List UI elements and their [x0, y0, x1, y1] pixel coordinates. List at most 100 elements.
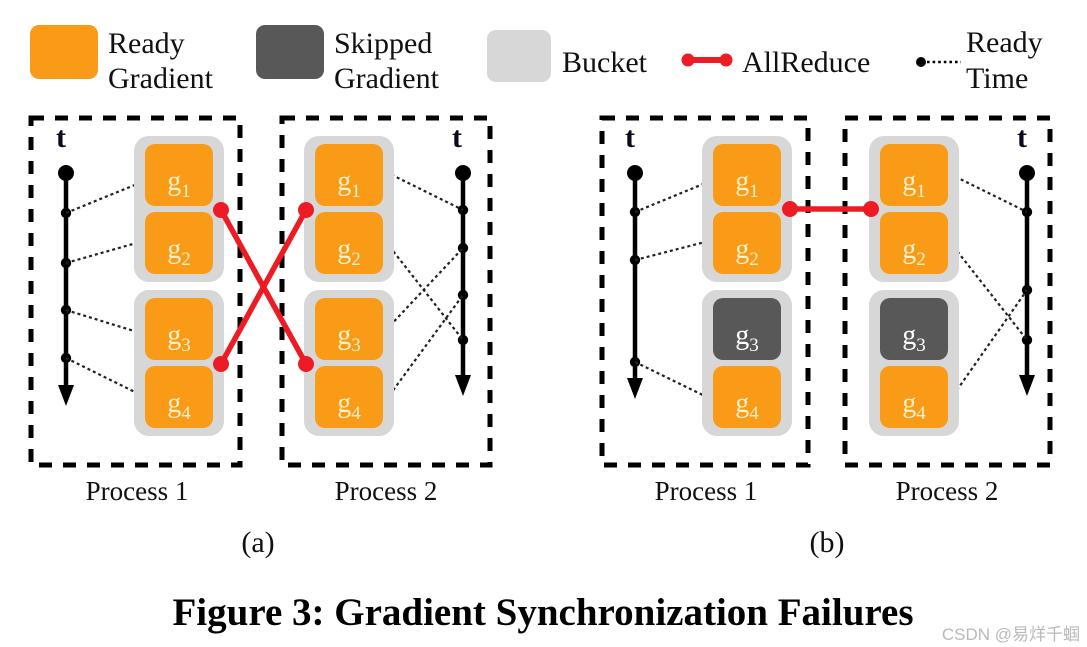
- process-caption-a-p1: Process 1: [86, 476, 189, 506]
- legend-item-ready-time: Ready Time: [916, 26, 1043, 95]
- gradient-block-ready[interactable]: g4: [880, 366, 948, 428]
- timeline-arrow-head: [455, 375, 471, 396]
- ready-time-connectors: [634, 178, 714, 401]
- ready-time-line: [385, 241, 464, 341]
- subpanel-label-b: (b): [810, 526, 845, 559]
- timeline-origin-dot: [627, 165, 643, 181]
- bucket[interactable]: g3 g4: [869, 290, 959, 436]
- bucket[interactable]: g3 g4: [702, 290, 792, 436]
- bucket[interactable]: g1 g2: [869, 136, 959, 282]
- gradient-block-ready[interactable]: g3: [145, 298, 213, 360]
- subpanel-label-a: (a): [241, 526, 274, 559]
- ready-time-line: [385, 294, 464, 401]
- bucket[interactable]: g3 g4: [134, 290, 224, 436]
- gradient-block-ready[interactable]: g2: [145, 212, 213, 274]
- ready-time-line: [949, 241, 1028, 341]
- allreduce-endpoint: [298, 202, 314, 218]
- legend-bucket-label: Bucket: [562, 46, 648, 79]
- gradient-block-ready[interactable]: g1: [145, 144, 213, 206]
- bucket-group: g1 g2 g3 g4: [702, 136, 792, 436]
- gradient-block-ready[interactable]: g4: [315, 366, 383, 428]
- legend-item-ready-gradient: Ready Gradient: [30, 25, 214, 95]
- watermark: CSDN @易烊千蝈: [942, 625, 1080, 644]
- bucket[interactable]: g1 g2: [134, 136, 224, 282]
- figure-caption: Figure 3: Gradient Synchronization Failu…: [172, 591, 913, 634]
- legend-allreduce-label: AllReduce: [742, 46, 870, 79]
- legend-item-skipped-gradient: Skipped Gradient: [256, 25, 440, 95]
- process-caption-b-p2: Process 2: [896, 476, 999, 506]
- bucket-group: g1 g2 g3 g4: [134, 136, 224, 436]
- gradient-block-ready[interactable]: g2: [315, 212, 383, 274]
- bucket-swatch: [487, 30, 551, 82]
- panel-b-process-2: t g1: [842, 115, 1053, 468]
- gradient-block-ready[interactable]: g4: [145, 366, 213, 428]
- process-caption-b-p1: Process 1: [655, 476, 758, 506]
- process-box: [279, 115, 493, 468]
- allreduce-links-panel-b[interactable]: [782, 201, 879, 217]
- panel-a-process-2: t g1: [279, 115, 493, 468]
- panel-b-process-1: t g1: [599, 115, 811, 468]
- gradient-block-skipped[interactable]: g3: [880, 298, 948, 360]
- timeline-origin-dot: [1019, 165, 1035, 181]
- bucket[interactable]: g1 g2: [702, 136, 792, 282]
- gradient-block-ready[interactable]: g2: [713, 212, 781, 274]
- legend-ready-gradient-line2: Gradient: [108, 62, 214, 95]
- panel-a-process-1: t: [28, 115, 243, 468]
- allreduce-endpoint: [298, 356, 314, 372]
- allreduce-links-panel-a[interactable]: [213, 202, 314, 372]
- process-box: [842, 115, 1053, 468]
- ready-time-line: [634, 178, 714, 214]
- legend-ready-time-line1: Ready: [966, 26, 1043, 59]
- gradient-block-skipped[interactable]: g3: [713, 298, 781, 360]
- bucket-group: g1 g2 g3 g4: [304, 136, 394, 436]
- ready-time-line: [634, 361, 714, 401]
- timeline-origin-dot: [58, 165, 74, 181]
- ready-time-line: [949, 289, 1028, 401]
- allreduce-endpoint: [213, 202, 229, 218]
- timeline-arrow-head: [58, 385, 74, 406]
- skipped-gradient-swatch: [256, 25, 324, 79]
- legend-ready-time-line2: Time: [966, 62, 1028, 95]
- timeline-axis-label: t: [1017, 121, 1027, 154]
- process-captions: Process 1 Process 2 Process 1 Process 2: [86, 476, 999, 506]
- ready-time-line: [949, 173, 1028, 213]
- allreduce-link: [218, 208, 309, 366]
- allreduce-dumbbell-icon: [681, 53, 733, 67]
- gradient-block-ready[interactable]: g3: [315, 298, 383, 360]
- timeline-axis-label: t: [56, 121, 66, 154]
- timeline-axis: [58, 165, 74, 406]
- process-box: [28, 115, 243, 468]
- ready-gradient-swatch: [30, 25, 98, 79]
- ready-time-line: [65, 308, 148, 337]
- bucket[interactable]: g1 g2: [304, 136, 394, 282]
- timeline-axis-label: t: [452, 121, 462, 154]
- allreduce-endpoint: [782, 201, 798, 217]
- timeline-arrow-head: [627, 378, 643, 399]
- gradient-block-ready[interactable]: g1: [880, 144, 948, 206]
- gradient-block-ready[interactable]: g4: [713, 366, 781, 428]
- timeline-axis: [455, 165, 471, 396]
- legend-skipped-gradient-line1: Skipped: [334, 27, 432, 60]
- legend-item-bucket: Bucket: [487, 30, 648, 82]
- ready-time-line: [65, 238, 148, 265]
- allreduce-endpoint: [863, 201, 879, 217]
- gradient-block-ready[interactable]: g1: [713, 144, 781, 206]
- ready-time-connectors: [65, 178, 148, 399]
- ready-time-line: [385, 247, 464, 331]
- timeline-origin-dot: [455, 165, 471, 181]
- ready-time-connectors: [949, 173, 1028, 401]
- ready-time-line: [65, 178, 148, 215]
- process-caption-a-p2: Process 2: [335, 476, 438, 506]
- bucket-group: g1 g2 g3 g4: [869, 136, 959, 436]
- legend-skipped-gradient-line2: Gradient: [334, 62, 440, 95]
- gradient-block-ready[interactable]: g2: [880, 212, 948, 274]
- timeline-axis-label: t: [625, 121, 635, 154]
- legend-ready-gradient-line1: Ready: [108, 27, 185, 60]
- bucket[interactable]: g3 g4: [304, 290, 394, 436]
- panel-b: t g1: [599, 115, 1053, 468]
- gradient-block-ready[interactable]: g1: [315, 144, 383, 206]
- ready-time-line: [385, 171, 464, 211]
- legend-item-allreduce: AllReduce: [681, 46, 870, 79]
- legend: Ready Gradient Skipped Gradient Bucket A…: [30, 25, 1043, 95]
